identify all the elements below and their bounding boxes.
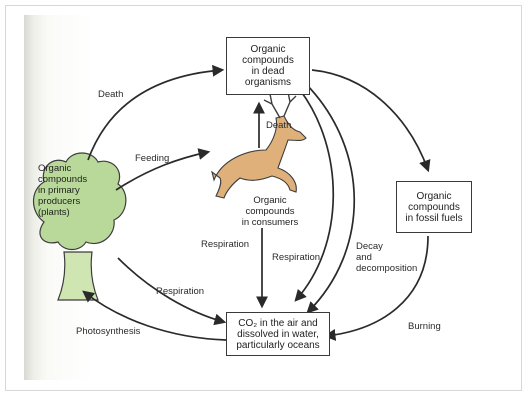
label-death-consumer: Death bbox=[266, 120, 292, 131]
node-co2: CO₂ in the air and dissolved in water, p… bbox=[226, 312, 330, 356]
label-respiration-consumer-right: Respiration bbox=[272, 252, 321, 263]
label-photosynthesis: Photosynthesis bbox=[76, 326, 141, 337]
arrow-decay-inner bbox=[294, 89, 335, 302]
arrow-feeding bbox=[115, 148, 211, 191]
label-death-plants: Death bbox=[98, 89, 124, 100]
node-dead-organisms: Organic compounds in dead organisms bbox=[226, 37, 310, 95]
label-respiration-consumer-left: Respiration bbox=[201, 239, 250, 250]
label-respiration-plants: Respiration bbox=[156, 286, 205, 297]
label-burning: Burning bbox=[408, 321, 441, 332]
arrow-death-plants bbox=[87, 64, 225, 161]
label-decay: Decay and decomposition bbox=[356, 241, 418, 274]
node-consumers: Organic compounds in consumers bbox=[241, 195, 299, 228]
arrow-dead-to-fossil bbox=[311, 69, 431, 173]
node-fossil-fuels: Organic compounds in fossil fuels bbox=[396, 181, 472, 233]
tree-illustration bbox=[32, 152, 127, 301]
arrow-burning bbox=[323, 235, 429, 341]
arrow-respiration-plants bbox=[117, 257, 227, 326]
node-primary-producers: Organic compounds in primary producers (… bbox=[38, 163, 88, 218]
arrow-photosynthesis bbox=[82, 290, 227, 341]
label-feeding: Feeding bbox=[135, 153, 170, 164]
deer-illustration bbox=[211, 91, 307, 199]
arrow-decay-outer bbox=[305, 83, 355, 314]
